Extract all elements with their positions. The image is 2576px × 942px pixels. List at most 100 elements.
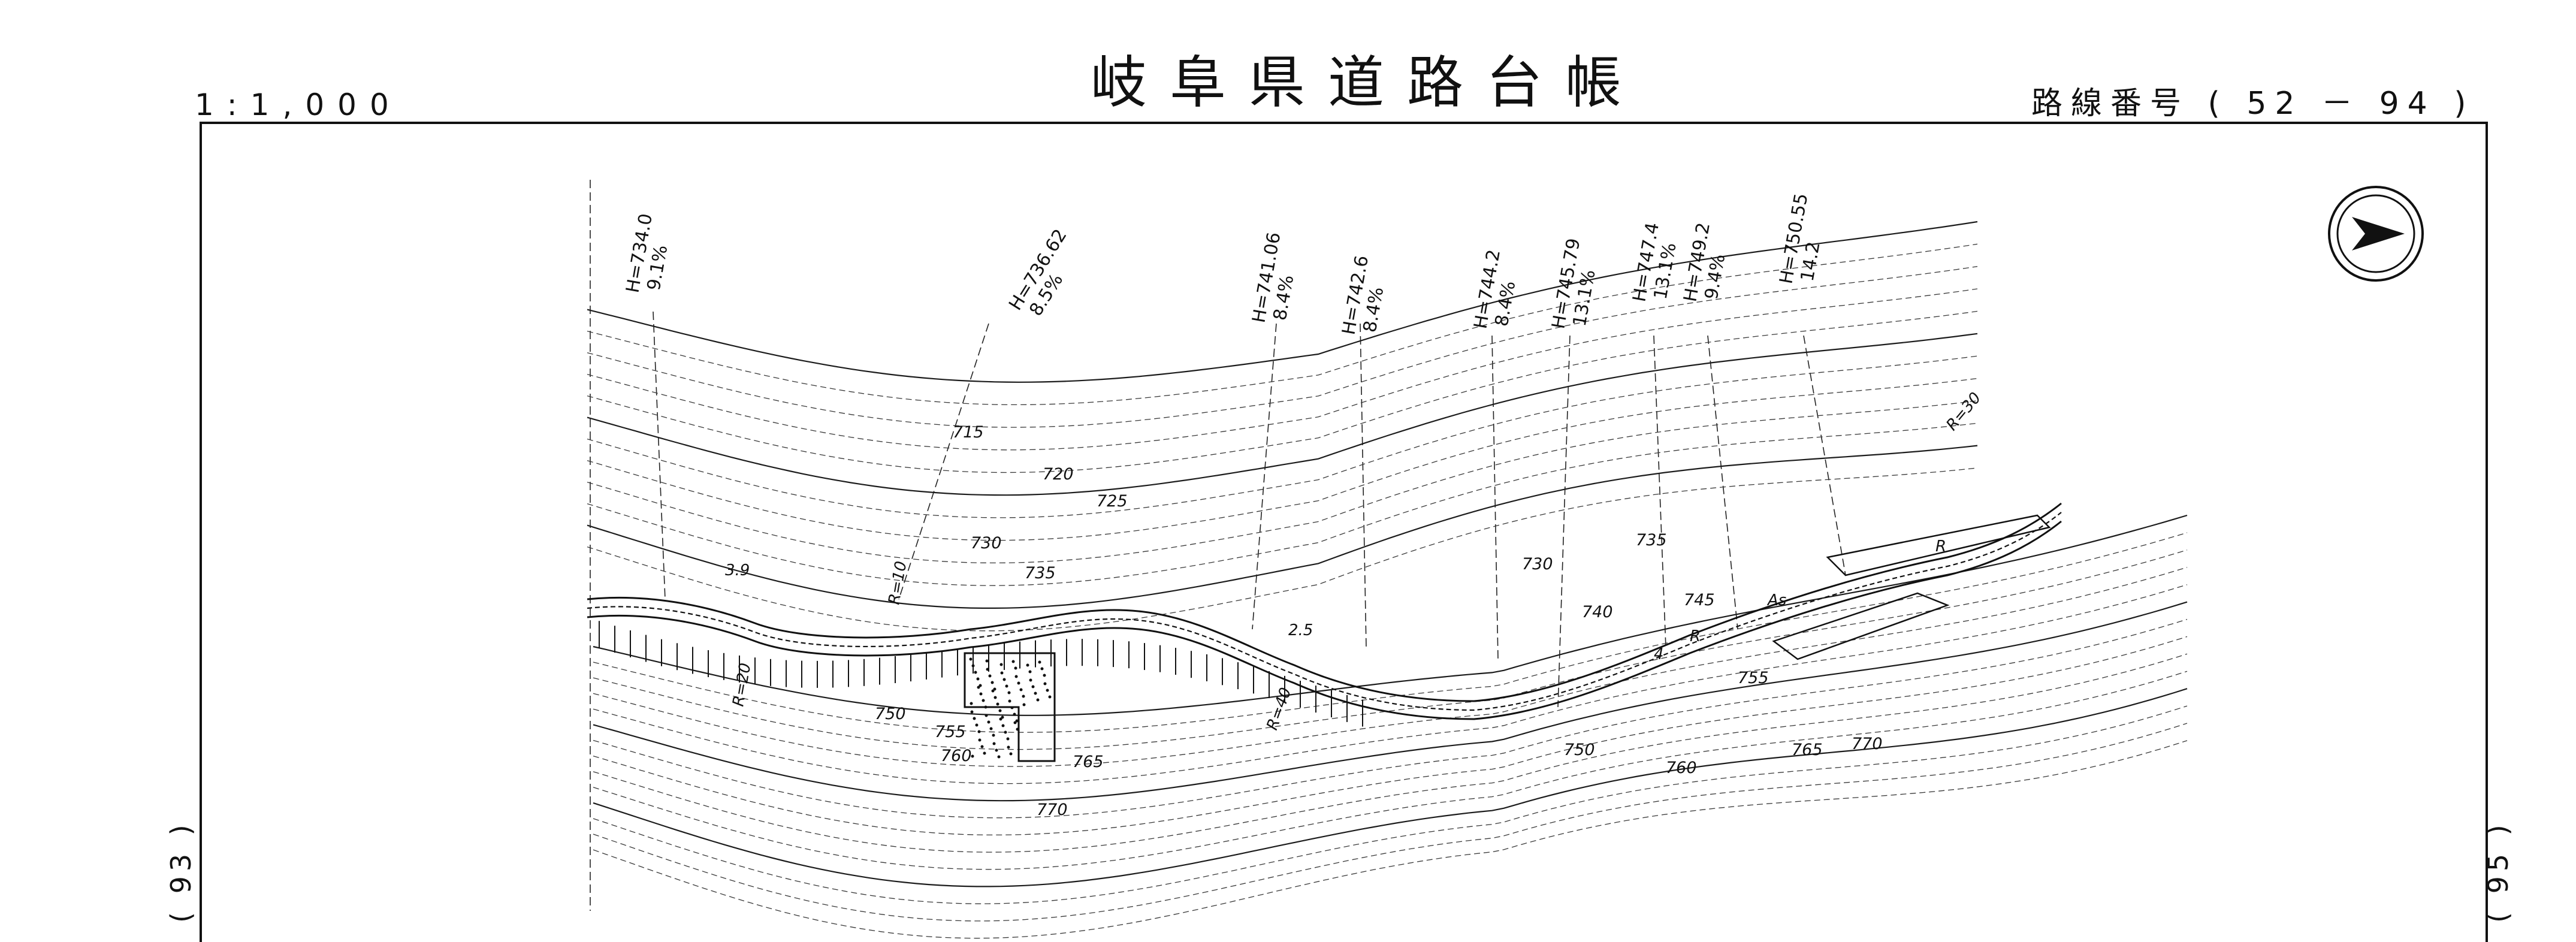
fill-dot (1022, 703, 1026, 707)
fill-dot (995, 748, 998, 752)
fill-dot (986, 668, 989, 671)
elevation-annotations: H=734.09.1% H=736.628.5% H=741.068.4% H=742… (622, 192, 1824, 337)
contour-label: 750 (875, 705, 906, 723)
fill-dot (973, 717, 976, 720)
contour-label: 745 (1684, 591, 1715, 609)
fill-dot (996, 702, 999, 706)
contour-label: 735 (1025, 564, 1056, 582)
fill-dot (987, 720, 990, 724)
fill-dot (975, 723, 979, 727)
road-alignment (587, 502, 2062, 762)
fill-dot (1026, 663, 1029, 667)
fill-dot (993, 687, 996, 691)
fill-dot (1034, 692, 1037, 695)
fill-dot (1002, 678, 1006, 681)
contour-label: 715 (953, 423, 984, 442)
fill-dot (1000, 671, 1004, 675)
elevation-annotation: H=736.628.5% (1005, 225, 1071, 320)
contour-label: 760 (941, 747, 972, 765)
contour-line (587, 467, 1978, 632)
fill-dot (1048, 695, 1052, 699)
fill-dot (1007, 745, 1010, 749)
map-scale: 1:1,000 (195, 87, 402, 122)
fill-dot (1017, 681, 1020, 685)
contour-label: 760 (1666, 759, 1697, 777)
contour-line (593, 740, 2188, 939)
fill-dot (1046, 689, 1049, 692)
fill-dot (1013, 712, 1016, 716)
elevation-annotation: H=741.068.4% (1248, 231, 1298, 324)
road-mark: 3.9 (725, 561, 750, 579)
contour-label: 770 (1037, 801, 1068, 819)
contour-label: 755 (1738, 669, 1769, 687)
contour-label: 720 (1043, 465, 1074, 484)
fill-dot (1028, 670, 1032, 674)
contour-line (593, 705, 2188, 904)
fill-dot (992, 733, 995, 737)
fill-dot (971, 664, 975, 668)
fill-dot (979, 692, 983, 696)
left-sheet-ref: ( 93 ) (165, 820, 197, 923)
contour-line (593, 618, 2188, 819)
fill-dot (1011, 660, 1015, 663)
fill-dot (1029, 678, 1032, 682)
contour-line (587, 243, 1978, 406)
contour-line (593, 532, 2188, 733)
road-mark: R (1935, 538, 1946, 555)
contour-label: 765 (1792, 741, 1823, 759)
fill-dot (998, 709, 1002, 712)
elevation-annotation: H=734.09.1% (622, 212, 672, 295)
fill-dot (1010, 706, 1014, 709)
fill-dot (1001, 724, 1005, 727)
fill-dot (1006, 737, 1010, 741)
fill-dot (1007, 691, 1011, 695)
elevation-annotation: H=747.413.1% (1629, 221, 1680, 304)
contour-line (587, 445, 1978, 609)
contour-line (587, 378, 1978, 541)
contour-line (593, 567, 2188, 767)
curve-radius-label: R=40 (1263, 686, 1295, 733)
contour-line (593, 723, 2188, 922)
fill-dot (974, 671, 977, 674)
fill-dot (992, 742, 996, 745)
contour-lines (587, 221, 2188, 939)
contour-line (593, 601, 2188, 802)
route-number: 路線番号 ( 52 － 94 ) (2031, 86, 2475, 122)
contour-label: 770 (1852, 735, 1883, 753)
fill-dot (978, 738, 982, 742)
fill-dot (1005, 684, 1008, 688)
contour-line (593, 671, 2188, 870)
fill-dot (988, 674, 992, 678)
fill-dot (1031, 685, 1035, 689)
contour-label: 755 (935, 723, 966, 741)
map-title: 岐阜県道路台帳 (1091, 50, 1644, 116)
elevation-annotation: H=749.29.4% (1680, 221, 1729, 304)
fill-dot (1022, 695, 1025, 698)
fill-dot (989, 727, 993, 730)
contour-line (593, 514, 2188, 716)
fill-dot (984, 705, 987, 709)
fill-dot (993, 696, 997, 699)
fill-dot (1043, 682, 1047, 686)
fill-dot (980, 745, 984, 748)
fill-dot (1016, 727, 1019, 731)
contour-label: 730 (971, 534, 1002, 552)
fill-dot (1038, 660, 1041, 664)
fill-dot (1014, 675, 1018, 678)
contour-line (593, 688, 2188, 887)
fill-dot (969, 657, 973, 661)
contour-line (587, 310, 1978, 473)
annotation-leaders (590, 180, 1846, 911)
elevation-annotation: H=742.68.4% (1338, 254, 1388, 337)
contour-line (587, 422, 1978, 586)
fill-dot (1040, 667, 1044, 671)
fill-dot (1019, 688, 1023, 692)
fill-dot (985, 659, 989, 663)
contour-label: 765 (1073, 753, 1104, 771)
contour-line (587, 400, 1978, 564)
contour-line (593, 636, 2188, 836)
fill-dot (976, 677, 980, 681)
fill-dot (971, 754, 974, 758)
curve-radius-label: R=20 (729, 662, 754, 708)
